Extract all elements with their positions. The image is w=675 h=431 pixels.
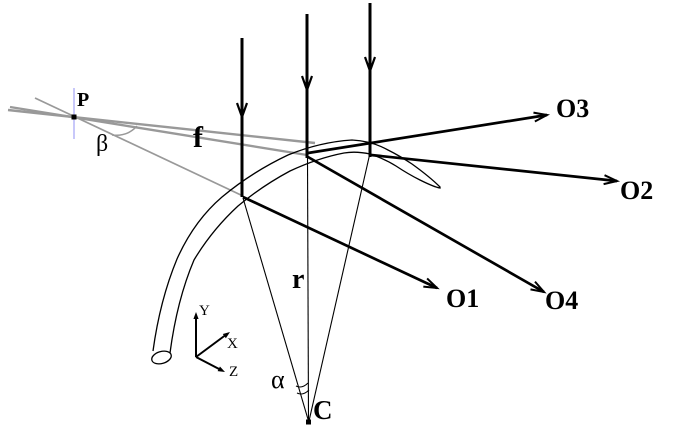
label-output-ray-1: O1 bbox=[446, 284, 480, 313]
label-axis-y: Y bbox=[199, 303, 210, 319]
focus-point-marker bbox=[71, 114, 77, 120]
incident-ray-1-arrowhead-icon bbox=[235, 102, 249, 121]
label-output-ray-4: O4 bbox=[545, 286, 579, 315]
incident-ray-3-arrowhead-icon bbox=[363, 56, 377, 75]
tube-end-cap bbox=[151, 350, 172, 365]
output-ray-o2 bbox=[370, 153, 618, 183]
label-beta-angle: β bbox=[96, 131, 109, 157]
focus-extension-line-lower bbox=[9, 105, 308, 157]
label-axis-z: Z bbox=[229, 364, 239, 380]
output-ray-o4-arrowhead-icon bbox=[530, 280, 547, 294]
axis-x-arrowhead-icon bbox=[222, 332, 230, 339]
beta-angle-arc bbox=[111, 125, 138, 137]
output-ray-o3 bbox=[307, 113, 548, 155]
label-alpha-angle: α bbox=[271, 365, 285, 394]
axis-z-arrowhead-icon bbox=[217, 366, 225, 372]
label-axis-x: X bbox=[227, 336, 238, 352]
radius-line bbox=[306, 157, 310, 422]
axis-x-line bbox=[195, 333, 228, 358]
output-ray-o1-arrowhead-icon bbox=[423, 277, 440, 290]
label-focal-length: f bbox=[193, 121, 203, 154]
output-ray-o4 bbox=[307, 155, 545, 294]
c-to-left-point-line bbox=[242, 197, 310, 422]
label-center-point: C bbox=[313, 395, 333, 425]
center-point-marker bbox=[306, 419, 311, 425]
tube-outline bbox=[152, 139, 441, 354]
output-rays bbox=[242, 111, 621, 294]
output-ray-o2-arrowhead-icon bbox=[603, 174, 621, 186]
curvature-lines bbox=[242, 152, 371, 422]
label-focus-point: P bbox=[77, 89, 90, 111]
label-output-ray-2: O2 bbox=[620, 176, 654, 205]
alpha-angle-mark-1 bbox=[295, 382, 309, 388]
axis-y-arrowhead-icon bbox=[193, 312, 199, 319]
coordinate-axes bbox=[193, 312, 230, 372]
focus-extension-line-steep bbox=[34, 97, 244, 197]
focus-construction-lines bbox=[7, 97, 316, 197]
output-ray-o3-arrowhead-icon bbox=[533, 111, 551, 123]
output-ray-o1 bbox=[242, 195, 438, 290]
incident-rays bbox=[235, 3, 377, 197]
tube-mirror bbox=[151, 139, 441, 365]
alpha-angle-mark-2 bbox=[296, 389, 310, 395]
c-to-right-point-line bbox=[308, 152, 371, 422]
label-radius: r bbox=[292, 264, 305, 295]
label-output-ray-3: O3 bbox=[556, 94, 590, 123]
axis-z-line bbox=[195, 356, 222, 371]
incident-ray-2-arrowhead-icon bbox=[300, 75, 314, 94]
